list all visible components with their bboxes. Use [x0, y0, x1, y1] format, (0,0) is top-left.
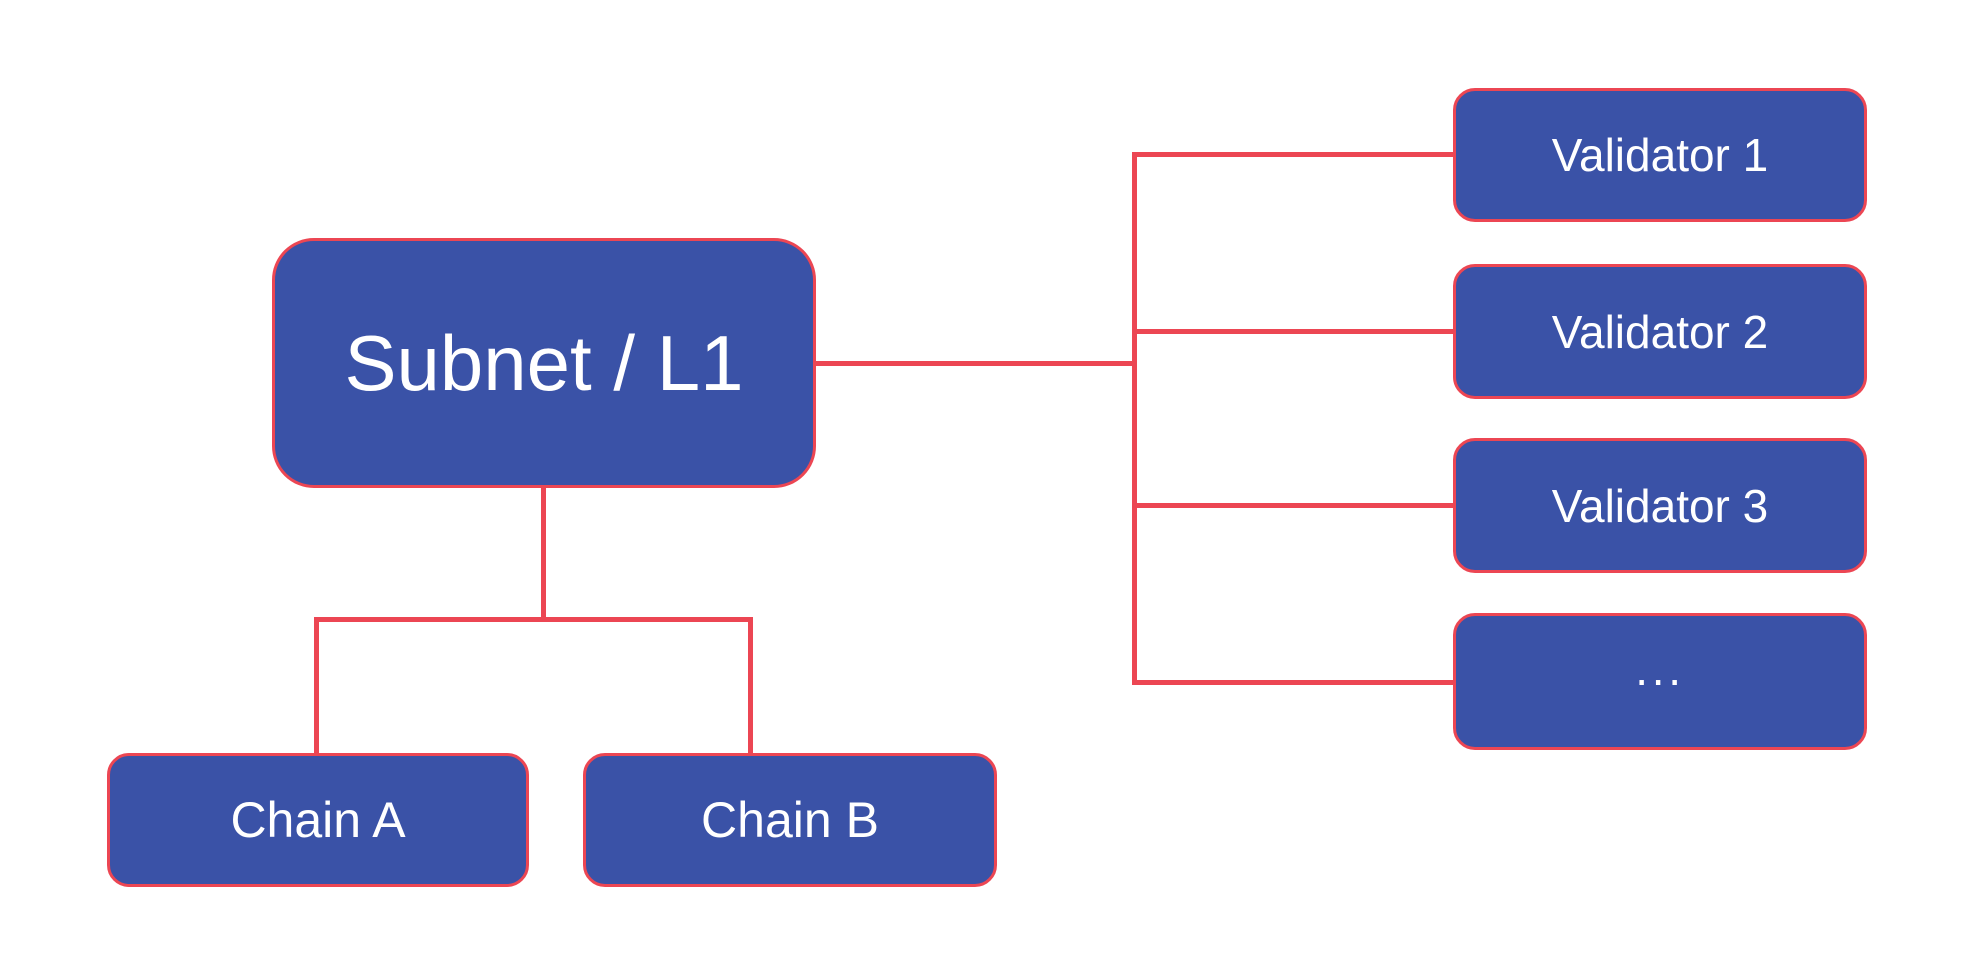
connector-subnet-to-chains	[541, 485, 546, 622]
connector-drop-chain-b	[748, 619, 753, 759]
validator-1-label: Validator 1	[1551, 129, 1769, 181]
chain-a-node: Chain A	[107, 753, 529, 887]
validator-more-node: ...	[1453, 613, 1867, 750]
validator-3-label: Validator 3	[1551, 479, 1769, 532]
connector-branch-validator-2	[1132, 329, 1457, 334]
validator-more-label: ...	[1635, 642, 1685, 695]
validator-3-node: Validator 3	[1453, 438, 1867, 573]
chain-a-label: Chain A	[230, 792, 406, 848]
subnet-l1-node: Subnet / L1	[272, 238, 816, 488]
connector-branch-validator-3	[1132, 503, 1457, 508]
validator-1-node: Validator 1	[1453, 88, 1867, 222]
connector-validator-trunk	[1132, 152, 1137, 685]
connector-branch-validator-1	[1132, 152, 1457, 157]
validator-2-label: Validator 2	[1551, 305, 1769, 358]
chain-b-node: Chain B	[583, 753, 997, 887]
connector-chain-split	[314, 617, 753, 622]
connector-branch-validator-more	[1132, 680, 1457, 685]
subnet-l1-label: Subnet / L1	[344, 318, 744, 407]
validator-2-node: Validator 2	[1453, 264, 1867, 399]
chain-b-label: Chain B	[701, 792, 879, 848]
connector-subnet-to-trunk	[812, 361, 1137, 366]
connector-drop-chain-a	[314, 619, 319, 759]
